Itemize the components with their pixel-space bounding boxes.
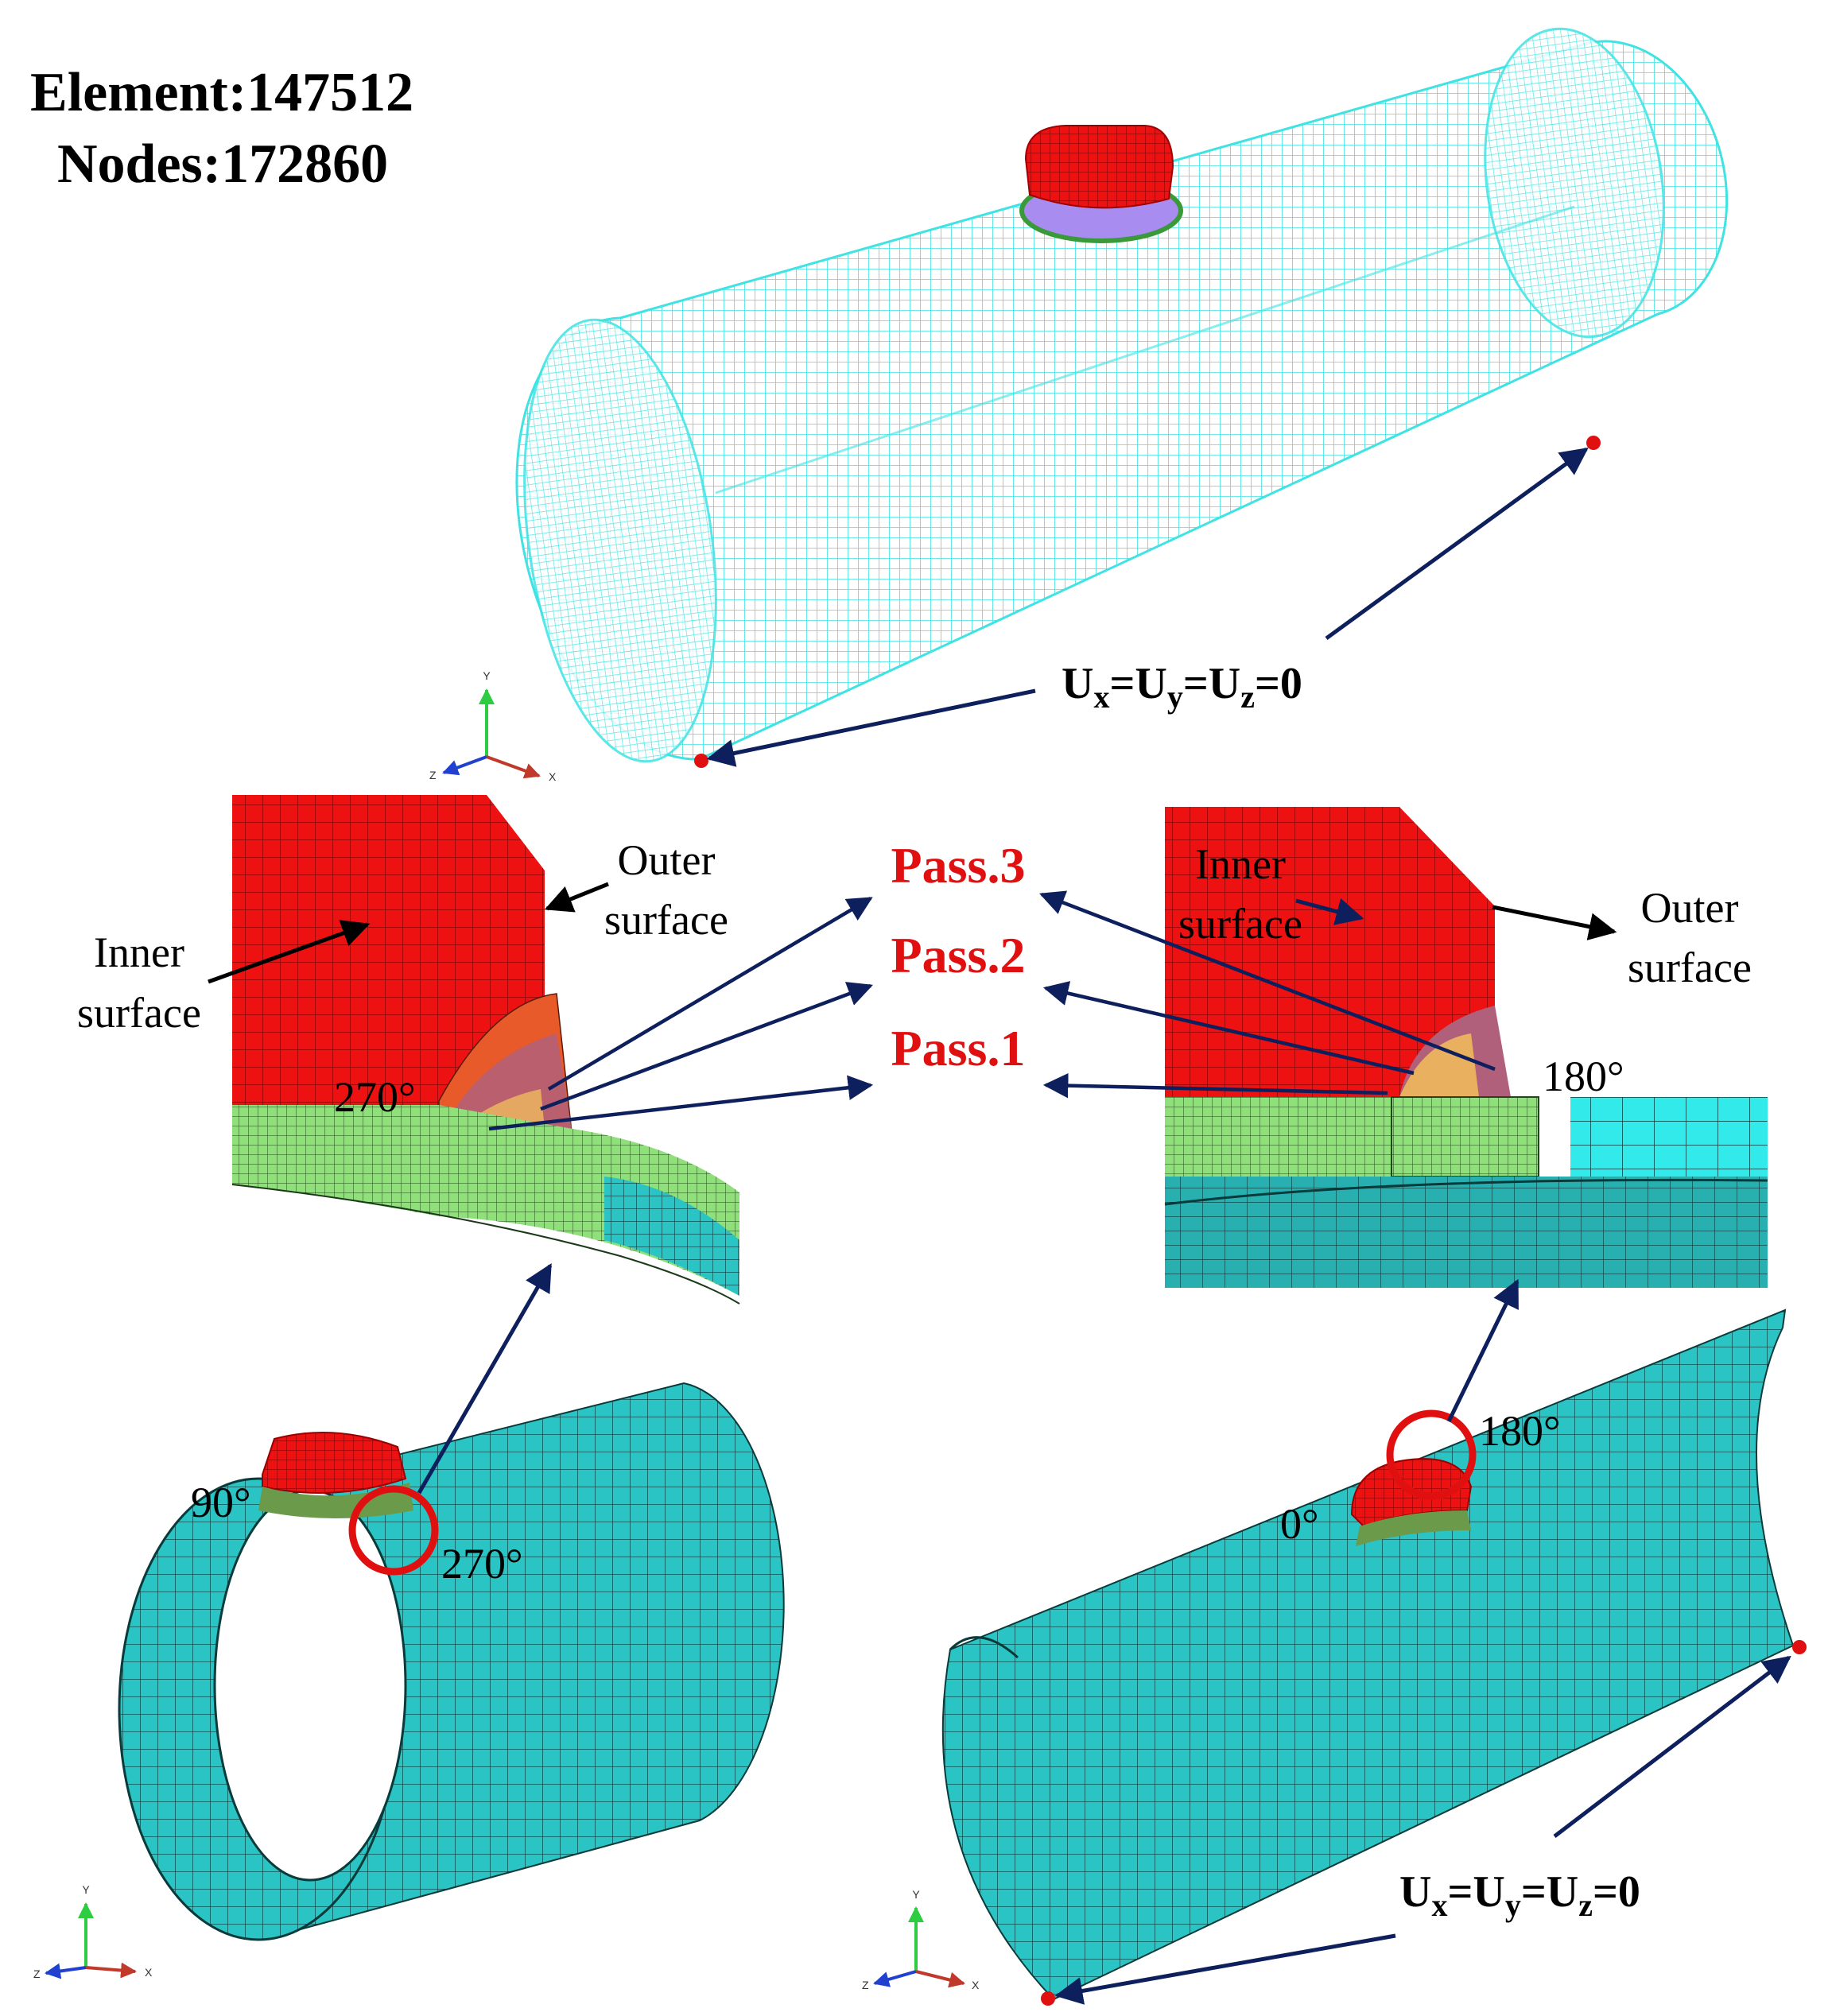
- pass-2-label: Pass.2: [891, 927, 1026, 983]
- inner-label-right-line2: surface: [1178, 900, 1302, 948]
- outer-label-right-line1: Outer: [1641, 884, 1739, 932]
- bc-sub-y: y: [1167, 679, 1183, 715]
- bc2-sub-z: z: [1578, 1887, 1593, 1923]
- node-count: Nodes:172860: [57, 134, 389, 195]
- axis-z-label: Z: [429, 769, 437, 781]
- highlight-circle-270: [348, 1485, 439, 1576]
- fixed-node-marker-bottom-right: [1792, 1640, 1807, 1654]
- pass-1-label: Pass.1: [891, 1020, 1026, 1076]
- bc-u2: U: [1135, 659, 1166, 708]
- angle-180-pipe: 180°: [1479, 1407, 1561, 1455]
- pass-arrows-left: [488, 897, 874, 1131]
- axis-z-label-br: Z: [862, 1979, 869, 1991]
- fixed-node-marker-top-right: [1586, 436, 1601, 450]
- inner-surface-label-right: Inner surface: [1178, 840, 1364, 948]
- fixed-node-marker-bottom-left: [1041, 1991, 1055, 2006]
- svg-text:Ux=Uy=Uz=0: Ux=Uy=Uz=0: [1399, 1867, 1640, 1923]
- bc-label-top: Ux=Uy=Uz=0: [706, 447, 1589, 767]
- svg-text:Ux=Uy=Uz=0: Ux=Uy=Uz=0: [1062, 659, 1302, 715]
- bc2-u3: U: [1547, 1867, 1578, 1917]
- inner-label-right-line1: Inner: [1195, 840, 1286, 888]
- bc-sub-x: x: [1093, 679, 1109, 715]
- section-view-180: [1164, 807, 1768, 1288]
- angle-270-section: 270°: [334, 1073, 416, 1121]
- axis-y-label: Y: [483, 669, 491, 682]
- fixed-node-marker-top-left: [694, 754, 708, 768]
- outer-label-left-line1: Outer: [618, 836, 716, 884]
- bc-label-bottom: Ux=Uy=Uz=0: [1054, 1655, 1791, 2005]
- pass-3-label: Pass.3: [891, 837, 1026, 894]
- bc-u1: U: [1062, 659, 1093, 708]
- section-view-270: [231, 795, 740, 1305]
- pass-arrows-right: [1039, 890, 1496, 1099]
- bc-sub-z: z: [1240, 679, 1255, 715]
- weld-nozzle: [1024, 125, 1174, 209]
- axis-x-label: X: [549, 770, 557, 783]
- top-wireframe-pipe: [515, 27, 1729, 763]
- axis-x-label-bl: X: [145, 1966, 153, 1979]
- bc-eq3: =: [1255, 659, 1280, 708]
- axis-triad-top: Y X Z: [429, 669, 557, 783]
- angle-90-pipe: 90°: [191, 1479, 251, 1526]
- inner-label-left-line2: surface: [77, 989, 201, 1037]
- bc-u3: U: [1209, 659, 1240, 708]
- bc2-zero: 0: [1618, 1867, 1640, 1917]
- zoom-arrow-left: [417, 1262, 553, 1495]
- angle-270-pipe: 270°: [441, 1540, 523, 1588]
- angle-180-section: 180°: [1543, 1053, 1624, 1100]
- axis-y-label-br: Y: [912, 1888, 920, 1901]
- angle-0-pipe: 0°: [1280, 1500, 1319, 1548]
- bc2-u1: U: [1399, 1867, 1431, 1917]
- axis-y-label-bl: Y: [82, 1883, 90, 1896]
- bc2-sub-y: y: [1505, 1887, 1521, 1923]
- bc2-sub-x: x: [1431, 1887, 1447, 1923]
- bottom-left-pipe: [118, 1382, 785, 1941]
- outer-surface-label-left: Outer surface: [544, 836, 728, 944]
- bc2-eq2: =: [1521, 1867, 1547, 1917]
- outer-label-left-line2: surface: [604, 896, 728, 944]
- bc2-u2: U: [1473, 1867, 1504, 1917]
- bc-zero: 0: [1280, 659, 1302, 708]
- bc2-eq3: =: [1593, 1867, 1618, 1917]
- bottom-right-half-pipe: [941, 1308, 1795, 2001]
- inner-surface-label-left: Inner surface: [77, 920, 371, 1037]
- bc2-eq1: =: [1447, 1867, 1473, 1917]
- outer-surface-label-right: Outer surface: [1492, 884, 1752, 991]
- bc-eq2: =: [1183, 659, 1209, 708]
- axis-z-label-bl: Z: [33, 1968, 41, 1980]
- bc-eq1: =: [1109, 659, 1135, 708]
- axis-triad-bottom-left: Y X Z: [33, 1883, 153, 1980]
- axis-triad-bottom-right: Y X Z: [862, 1888, 980, 1991]
- element-count: Element:147512: [30, 62, 414, 123]
- zoom-arrow-right: [1446, 1278, 1520, 1423]
- axis-x-label-br: X: [972, 1979, 980, 1991]
- outer-label-right-line2: surface: [1628, 944, 1752, 991]
- inner-label-left-line1: Inner: [94, 929, 184, 976]
- highlight-circle-180: [1386, 1409, 1477, 1500]
